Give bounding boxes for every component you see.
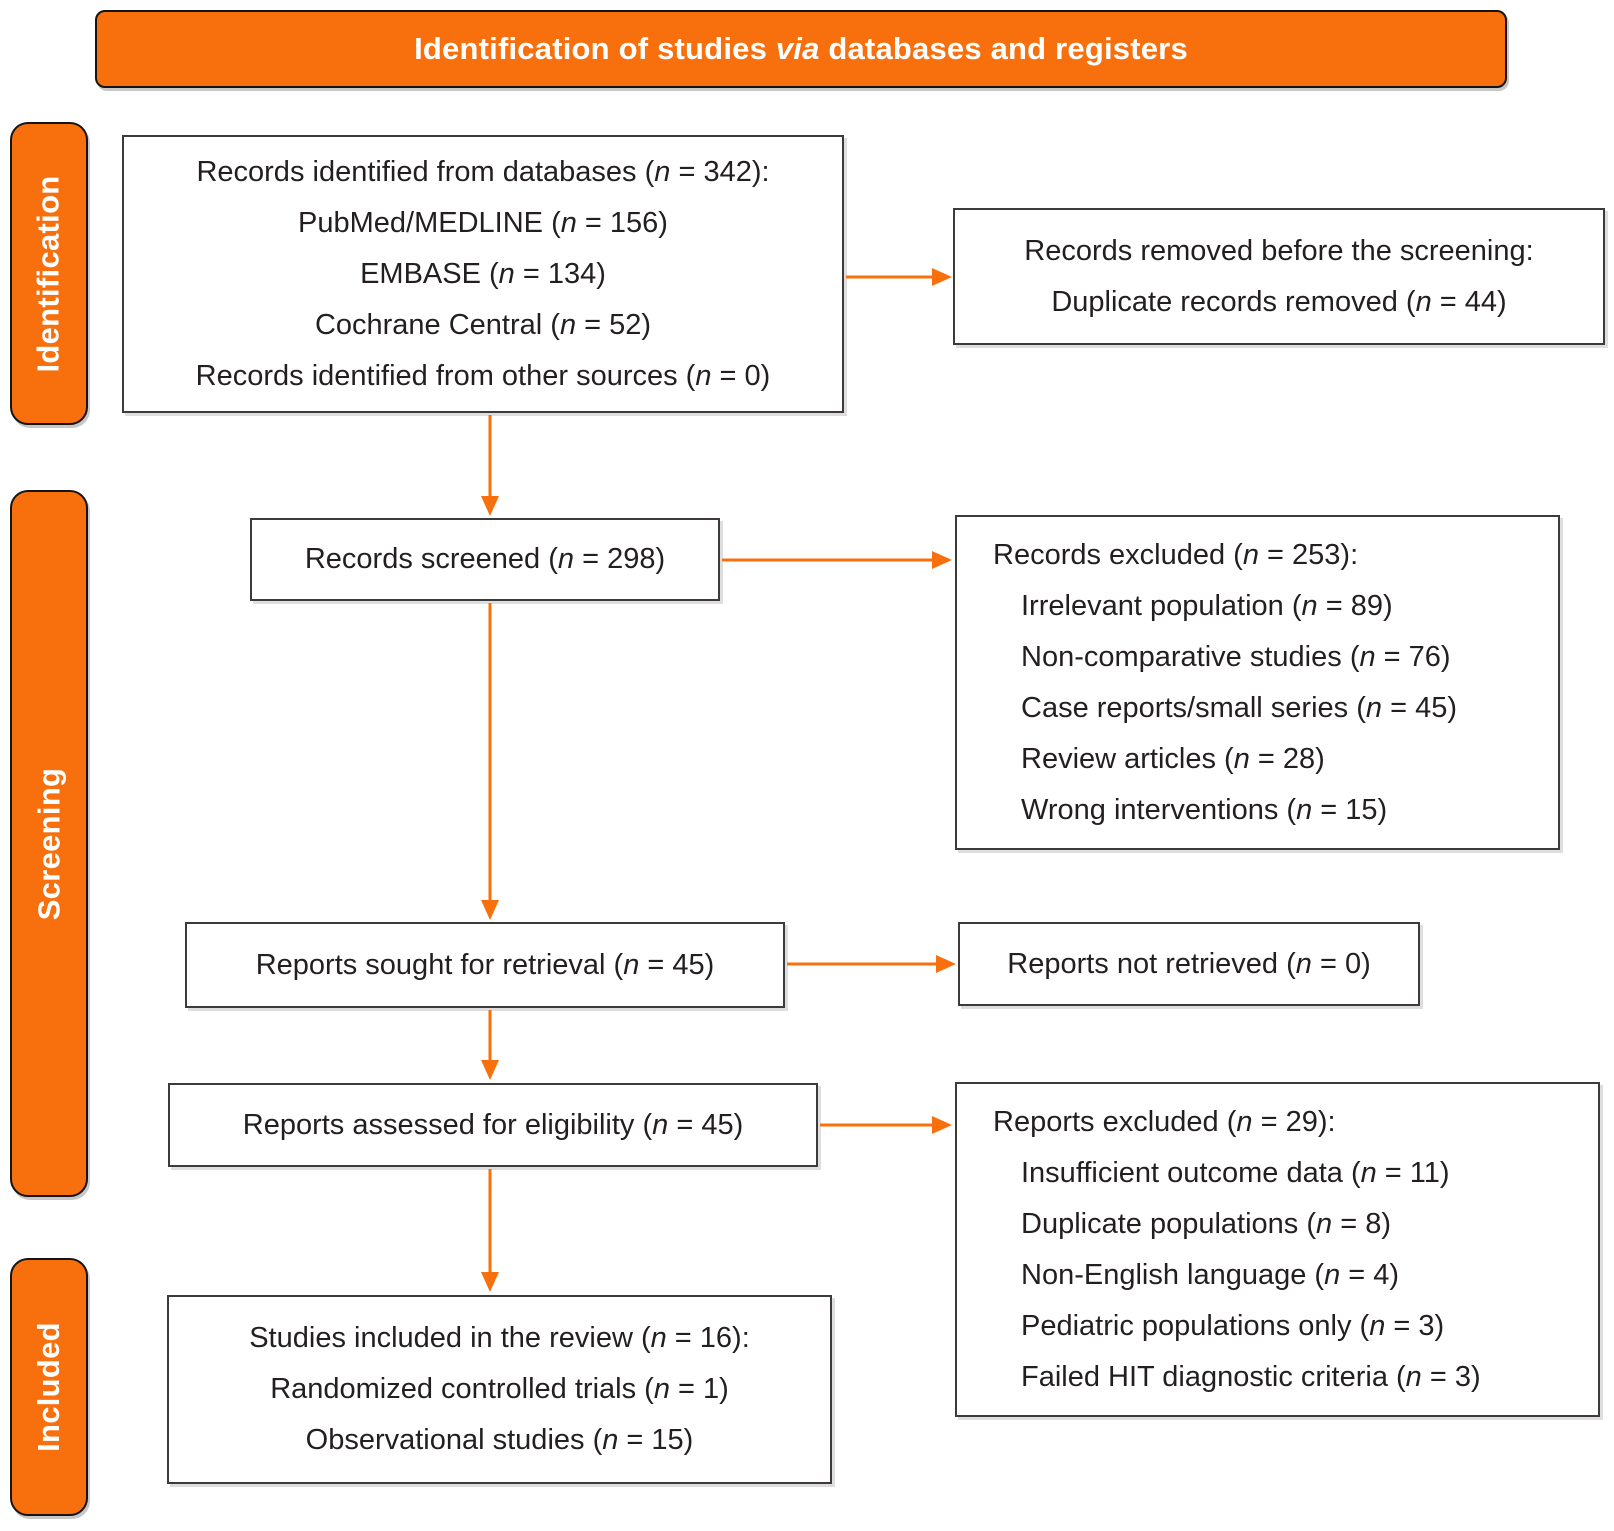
- stage-bar-screening: Screening: [10, 490, 88, 1197]
- box-studies-included: Studies included in the review (n = 16):…: [167, 1295, 832, 1484]
- stage-label-screening: Screening: [31, 767, 66, 920]
- box-records-excluded: Records excluded (n = 253): Irrelevant p…: [955, 515, 1560, 850]
- box-line: Records removed before the screening:: [1024, 234, 1534, 267]
- diagram-title: Identification of studies via databases …: [414, 31, 1188, 66]
- arrow-identified-to-removed-icon: [846, 268, 952, 286]
- arrow-identified-down-icon: [481, 415, 499, 516]
- box-reports-assessed: Reports assessed for eligibility (n = 45…: [168, 1083, 818, 1167]
- box-line: Records identified from databases (n = 3…: [196, 155, 770, 188]
- stage-label-included: Included: [31, 1322, 67, 1452]
- box-reports-not-retrieved: Reports not retrieved (n = 0): [958, 922, 1420, 1006]
- arrow-screened-to-excluded-icon: [722, 551, 952, 569]
- box-line: Review articles (n = 28): [1021, 742, 1325, 775]
- box-line: Reports assessed for eligibility (n = 45…: [242, 1108, 744, 1141]
- arrow-sought-down-icon: [481, 1010, 499, 1080]
- arrow-sought-to-not-retrieved-icon: [787, 955, 956, 973]
- header-banner: Identification of studies via databases …: [95, 10, 1507, 88]
- box-line: Duplicate records removed (n = 44): [1051, 285, 1507, 318]
- box-line: Observational studies (n = 15): [305, 1424, 694, 1456]
- box-line: Randomized controlled trials (n = 1): [270, 1373, 729, 1405]
- box-line: PubMed/MEDLINE (n = 156): [298, 206, 668, 239]
- box-line: Pediatric populations only (n = 3): [1021, 1309, 1445, 1342]
- box-line: Case reports/small series (n = 45): [1021, 691, 1457, 724]
- box-line: Non-English language (n = 4): [1021, 1258, 1400, 1291]
- arrow-screened-down-icon: [481, 603, 499, 920]
- box-line: Reports not retrieved (n = 0): [1007, 947, 1371, 980]
- box-line: Irrelevant population (n = 89): [1021, 589, 1393, 622]
- box-records-removed: Records removed before the screening: Du…: [953, 208, 1605, 345]
- box-line: Records identified from other sources (n…: [195, 359, 771, 392]
- arrow-assessed-down-icon: [481, 1169, 499, 1292]
- stage-bar-identification: Identification: [10, 122, 88, 425]
- box-line: Reports excluded (n = 29):: [993, 1105, 1336, 1138]
- box-line: Reports sought for retrieval (n = 45): [255, 948, 715, 981]
- box-reports-excluded: Reports excluded (n = 29): Insufficient …: [955, 1082, 1600, 1417]
- box-line: Cochrane Central (n = 52): [314, 308, 652, 341]
- box-records-identified: Records identified from databases (n = 3…: [122, 135, 844, 413]
- box-line: Failed HIT diagnostic criteria (n = 3): [1021, 1360, 1481, 1393]
- box-line: EMBASE (n = 134): [360, 257, 606, 290]
- stage-bar-included: Included: [10, 1258, 88, 1516]
- box-line: Non-comparative studies (n = 76): [1021, 640, 1451, 673]
- stage-label-identification: Identification: [31, 174, 66, 373]
- box-reports-sought: Reports sought for retrieval (n = 45): [185, 922, 785, 1008]
- box-records-screened: Records screened (n = 298): [250, 518, 720, 601]
- box-line: Records excluded (n = 253):: [993, 538, 1359, 571]
- box-line: Studies included in the review (n = 16):: [249, 1322, 750, 1354]
- box-line: Insufficient outcome data (n = 11): [1021, 1156, 1450, 1189]
- arrow-assessed-to-excluded-icon: [820, 1116, 952, 1134]
- box-line: Wrong interventions (n = 15): [1021, 793, 1388, 826]
- box-line: Records screened (n = 298): [304, 543, 666, 575]
- box-line: Duplicate populations (n = 8): [1021, 1207, 1391, 1240]
